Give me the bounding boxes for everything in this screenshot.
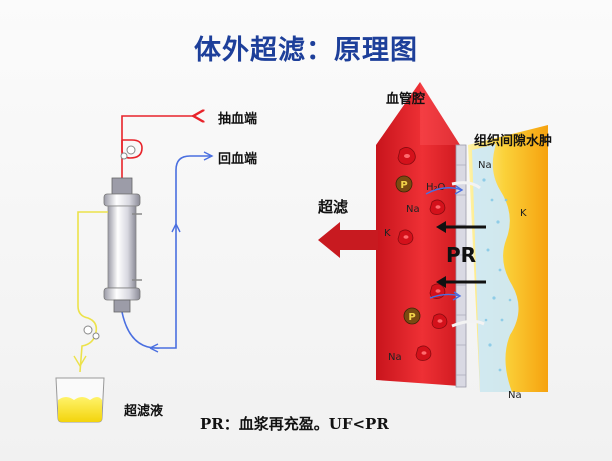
page-title: 体外超滤：原理图 bbox=[194, 35, 418, 66]
pump-roller-icon bbox=[92, 332, 100, 340]
ion-label: H₂O bbox=[426, 182, 446, 193]
blood-vessel bbox=[376, 82, 460, 386]
vessel-lumen-label: 血管腔 bbox=[386, 92, 426, 107]
ion-label: Na bbox=[478, 160, 492, 171]
refill-arrow bbox=[451, 319, 485, 328]
plasma-protein-label: P bbox=[408, 312, 415, 323]
plasma-refill-arrow bbox=[436, 276, 486, 288]
pump-roller-icon bbox=[83, 325, 93, 335]
refill-arrow bbox=[451, 181, 481, 190]
edema-fluid bbox=[472, 144, 519, 392]
draw-blood-label: 抽血端 bbox=[218, 112, 258, 127]
plasma-protein-label: P bbox=[400, 180, 407, 191]
filtrate-line bbox=[77, 211, 108, 373]
water-flux-arrow bbox=[425, 187, 463, 195]
ion-label: Na bbox=[406, 204, 420, 215]
return-blood-line bbox=[121, 155, 212, 349]
plasma-protein-icon bbox=[395, 175, 413, 193]
ion-label: K bbox=[384, 228, 391, 239]
filtrate-beaker-icon bbox=[55, 377, 105, 423]
pump-roller-icon bbox=[120, 152, 128, 160]
plasma-protein-icon bbox=[403, 307, 421, 325]
capillary-membrane bbox=[455, 144, 467, 388]
return-blood-label: 回血端 bbox=[218, 152, 258, 167]
plasma-refill-arrow bbox=[436, 221, 486, 233]
caption: PR：血浆再充盈。UF<PR bbox=[200, 415, 389, 433]
pump-roller-icon bbox=[126, 145, 136, 155]
water-flux-arrow bbox=[429, 293, 461, 299]
ion-label: Na bbox=[388, 352, 402, 363]
ultrafiltration-arrow bbox=[318, 222, 378, 258]
interstitial-edema-label: 组织间隙水肿 bbox=[474, 134, 553, 149]
ultrafiltration-label: 超滤 bbox=[318, 198, 349, 216]
ion-label: Na bbox=[508, 390, 522, 401]
pr-label: PR bbox=[446, 243, 476, 267]
ion-label: K bbox=[520, 208, 527, 219]
filtrate-label: 超滤液 bbox=[124, 404, 164, 419]
hemofilter-icon bbox=[103, 177, 142, 313]
